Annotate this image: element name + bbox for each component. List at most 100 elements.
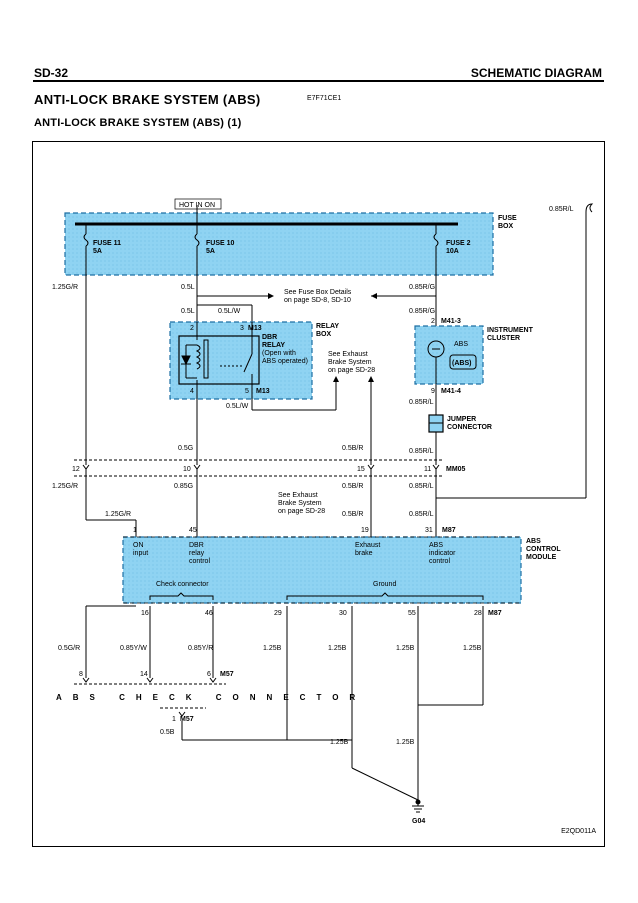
module-input-label: DBR	[189, 542, 204, 549]
fuse-10: FUSE 10 5A	[194, 205, 235, 275]
module-connector: M87	[442, 527, 456, 534]
wire-label: 0.85Y/R	[188, 645, 213, 652]
cluster-abs-text: ABS	[454, 341, 468, 348]
module-bracket	[149, 592, 484, 600]
wire-label: 0.5B/R	[342, 511, 363, 518]
abs-warning-icon	[449, 354, 477, 370]
wire-label: 0.5B	[160, 729, 175, 736]
wire-label: 1.25B	[330, 739, 349, 746]
cluster-connector: M41-4	[441, 388, 461, 395]
relay-connector: M13	[256, 388, 270, 395]
cluster-connector: M41-3	[441, 318, 461, 325]
relay-name: RELAY	[262, 342, 285, 349]
svg-text:FUSE 10: FUSE 10	[206, 240, 235, 247]
module-input-label: Exhaust	[355, 542, 380, 549]
exhaust-note: on page SD-28	[328, 367, 375, 374]
diagram-frame	[32, 141, 605, 847]
fuse-details-note: See Fuse Box Details	[284, 289, 352, 296]
cluster-pin: 2	[431, 318, 435, 325]
wire-label: 0.5L/W	[226, 403, 249, 410]
svg-text:FUSE 11: FUSE 11	[93, 240, 121, 247]
header-rule	[33, 80, 604, 82]
svg-text:10A: 10A	[446, 248, 459, 255]
svg-text:FUSE 2: FUSE 2	[446, 240, 471, 247]
wire-label: 0.5L/W	[218, 308, 241, 315]
wire-label: 1.25G/R	[52, 483, 78, 490]
connector-pin-icon	[82, 677, 217, 683]
relay-box-label: BOX	[316, 331, 332, 338]
wire-label: 0.5L	[181, 284, 195, 291]
check-connector-label: ABS CHECK CONNECTOR	[56, 693, 366, 702]
fuse-details-note: on page SD-8, SD-10	[284, 297, 351, 304]
arrow-icon	[333, 376, 339, 382]
relay-switch-icon	[220, 322, 253, 399]
hot-in-on-box	[174, 198, 222, 210]
wire-label: 0.5G	[178, 445, 193, 452]
jumper-label: JUMPER	[447, 416, 476, 423]
cluster-label: CLUSTER	[487, 335, 520, 342]
wire-label: 0.85G	[174, 483, 193, 490]
wire-label: 0.85R/G	[409, 284, 435, 291]
relay-pin: 4	[190, 388, 194, 395]
module-input-label: ABS	[429, 542, 443, 549]
mm05-pin: 12	[72, 466, 80, 473]
module-pin: 16	[141, 610, 149, 617]
relay-connector: M13	[248, 325, 262, 332]
wire-label: 1.25B	[463, 645, 482, 652]
exhaust-note: on page SD-28	[278, 508, 325, 515]
page-subtitle: ANTI-LOCK BRAKE SYSTEM (ABS) (1)	[34, 117, 242, 129]
relay-pin: 2	[190, 325, 194, 332]
wire-label: 1.25B	[396, 645, 415, 652]
check-pin: 6	[207, 671, 211, 678]
connector-pin-icon	[82, 464, 440, 470]
wire-label: 0.85Y/W	[120, 645, 147, 652]
module-label: MODULE	[526, 554, 557, 561]
title-code: E7F71CE1	[307, 95, 342, 102]
module-input-label: relay	[189, 550, 205, 557]
arrow-icon	[371, 293, 377, 299]
relay-box	[169, 321, 313, 400]
module-label: ABS	[526, 538, 541, 545]
fuse-2: FUSE 2 10A	[433, 224, 471, 275]
mm05-pin: 10	[183, 466, 191, 473]
module-section-label: Ground	[373, 581, 396, 588]
page-title: ANTI-LOCK BRAKE SYSTEM (ABS)	[34, 92, 261, 107]
figure-code: E2QD011A	[561, 828, 596, 835]
relay-coil-icon	[181, 322, 209, 399]
wire-label: 0.85R/L	[409, 511, 434, 518]
wire-label: 0.5G/R	[58, 645, 80, 652]
wire-label: 0.85R/L	[409, 399, 434, 406]
exhaust-note: See Exhaust	[328, 351, 368, 358]
check-pin: 1	[172, 716, 176, 723]
abs-control-module	[122, 536, 522, 604]
module-connector: M87	[488, 610, 502, 617]
page-number: SD-32	[34, 66, 69, 80]
exhaust-note: Brake System	[328, 359, 372, 366]
wire-continuation-icon	[585, 203, 594, 213]
module-pin: 28	[474, 610, 482, 617]
svg-text:5A: 5A	[93, 248, 102, 255]
check-connector-code: M57	[220, 671, 234, 678]
wire-label: 0.85R/L	[549, 206, 574, 213]
wire-label: 1.25G/R	[105, 511, 131, 518]
module-pin: 46	[205, 610, 213, 617]
mm05-connector: MM05	[446, 466, 466, 473]
arrow-icon	[268, 293, 274, 299]
fuse-11: FUSE 11 5A	[83, 224, 121, 275]
module-input-label: indicator	[429, 550, 456, 557]
module-pin: 19	[361, 527, 369, 534]
jumper-label: CONNECTOR	[447, 424, 492, 431]
fuse-box	[64, 212, 494, 276]
exhaust-note: See Exhaust	[278, 492, 318, 499]
arrow-icon	[368, 376, 374, 382]
mm05-pin: 15	[357, 466, 365, 473]
wire-label: 0.5L	[181, 308, 195, 315]
wire-label: 0.85R/L	[409, 448, 434, 455]
check-pin: 14	[140, 671, 148, 678]
fuse-box-label: BOX	[498, 223, 514, 230]
module-input-label: input	[133, 550, 148, 557]
wire-label: 0.5B/R	[342, 445, 363, 452]
module-section-label: Check connector	[156, 581, 209, 588]
exhaust-note: Brake System	[278, 500, 322, 507]
